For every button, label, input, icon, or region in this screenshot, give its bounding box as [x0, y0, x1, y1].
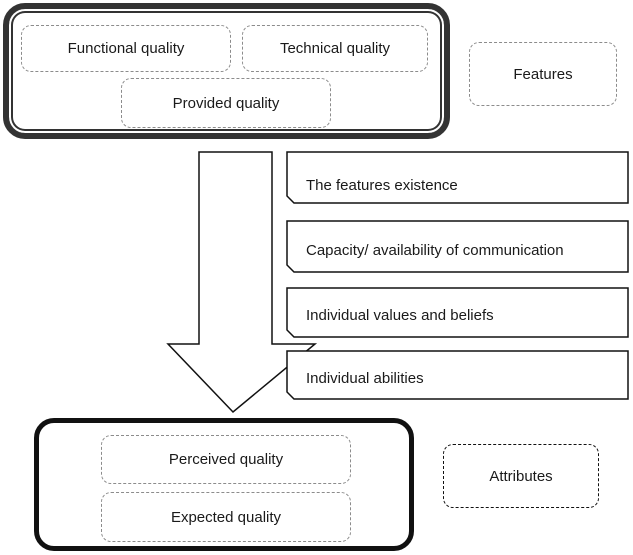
functional-quality-label: Functional quality [67, 40, 185, 57]
factor-values-beliefs: Individual values and beliefs [306, 307, 494, 324]
factor-abilities: Individual abilities [306, 370, 424, 387]
attributes-tag-label: Attributes [489, 467, 553, 485]
factor-box-3 [286, 287, 629, 338]
perceived-quality-label: Perceived quality [168, 451, 284, 468]
factor-communication: Capacity/ availability of communication [306, 242, 564, 259]
down-arrow [166, 151, 318, 414]
factor-box-1 [286, 151, 629, 204]
attributes-group-box [34, 418, 414, 551]
expected-quality-box: Expected quality [101, 492, 351, 542]
factor-box-4 [286, 350, 629, 400]
features-tag: Features [469, 42, 617, 106]
functional-quality-box: Functional quality [21, 25, 231, 72]
attributes-tag: Attributes [443, 444, 599, 508]
provided-quality-label: Provided quality [172, 94, 280, 112]
provided-quality-box: Provided quality [121, 78, 331, 128]
technical-quality-label: Technical quality [279, 40, 391, 57]
expected-quality-label: Expected quality [170, 508, 282, 526]
factor-box-2 [286, 220, 629, 273]
perceived-quality-box: Perceived quality [101, 435, 351, 484]
features-group-box [3, 3, 450, 139]
features-tag-label: Features [513, 65, 573, 83]
factor-features-existence: The features existence [306, 177, 458, 194]
technical-quality-box: Technical quality [242, 25, 428, 72]
